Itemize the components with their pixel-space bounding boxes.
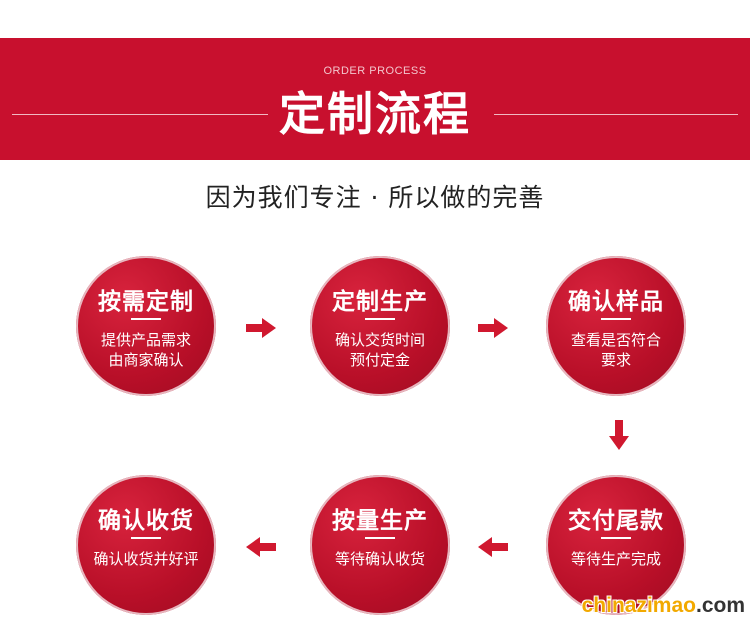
step-name: 按需定制 bbox=[98, 289, 194, 315]
step-custom-on-demand: 按需定制 提供产品需求 由商家确认 bbox=[76, 256, 216, 396]
arrow-right-icon bbox=[246, 318, 276, 338]
step-divider bbox=[131, 318, 161, 320]
step-description: 提供产品需求 由商家确认 bbox=[82, 330, 210, 370]
step-name: 确认样品 bbox=[568, 289, 664, 315]
step-divider bbox=[365, 537, 395, 539]
header-banner: ORDER PROCESS 定制流程 bbox=[0, 38, 750, 160]
arrow-right-icon bbox=[478, 318, 508, 338]
watermark-prefix: chinazimao bbox=[581, 594, 696, 617]
step-divider bbox=[601, 318, 631, 320]
arrow-left-icon bbox=[478, 537, 508, 557]
step-name: 确认收货 bbox=[98, 508, 194, 534]
step-divider bbox=[365, 318, 395, 320]
step-custom-production: 定制生产 确认交货时间 预付定金 bbox=[310, 256, 450, 396]
arrow-down-icon bbox=[609, 420, 629, 450]
step-description: 确认交货时间 预付定金 bbox=[316, 330, 444, 370]
watermark-suffix: .com bbox=[695, 594, 745, 617]
step-name: 按量生产 bbox=[332, 508, 428, 534]
step-desc-line: 提供产品需求 bbox=[100, 331, 191, 349]
step-name: 交付尾款 bbox=[568, 508, 664, 534]
slogan: 因为我们专注 · 所以做的完善 bbox=[205, 183, 545, 212]
watermark: chinazimao.com bbox=[575, 594, 745, 618]
arrow-left-icon bbox=[246, 537, 276, 557]
step-confirm-receipt: 确认收货 确认收货并好评 bbox=[76, 475, 216, 615]
header-subtitle: ORDER PROCESS bbox=[323, 65, 427, 77]
step-description: 查看是否符合 要求 bbox=[552, 330, 680, 370]
step-desc-line: 确认交货时间 bbox=[334, 331, 425, 349]
header-divider-right bbox=[494, 114, 738, 115]
header-title: 定制流程 bbox=[279, 87, 471, 141]
step-desc-line: 查看是否符合 bbox=[570, 331, 661, 349]
step-description: 等待确认收货 bbox=[316, 549, 444, 569]
step-description: 等待生产完成 bbox=[552, 549, 680, 569]
step-divider bbox=[601, 537, 631, 539]
step-desc-line: 等待生产完成 bbox=[570, 550, 661, 568]
step-divider bbox=[131, 537, 161, 539]
step-final-payment: 交付尾款 等待生产完成 bbox=[546, 475, 686, 615]
step-desc-line: 预付定金 bbox=[349, 351, 410, 369]
step-confirm-sample: 确认样品 查看是否符合 要求 bbox=[546, 256, 686, 396]
step-name: 定制生产 bbox=[332, 289, 428, 315]
step-desc-line: 确认收货并好评 bbox=[93, 550, 199, 568]
step-desc-line: 要求 bbox=[600, 351, 631, 369]
step-desc-line: 等待确认收货 bbox=[334, 550, 425, 568]
step-desc-line: 由商家确认 bbox=[108, 351, 184, 369]
step-description: 确认收货并好评 bbox=[82, 549, 210, 569]
step-mass-production: 按量生产 等待确认收货 bbox=[310, 475, 450, 615]
header-divider-left bbox=[12, 114, 268, 115]
